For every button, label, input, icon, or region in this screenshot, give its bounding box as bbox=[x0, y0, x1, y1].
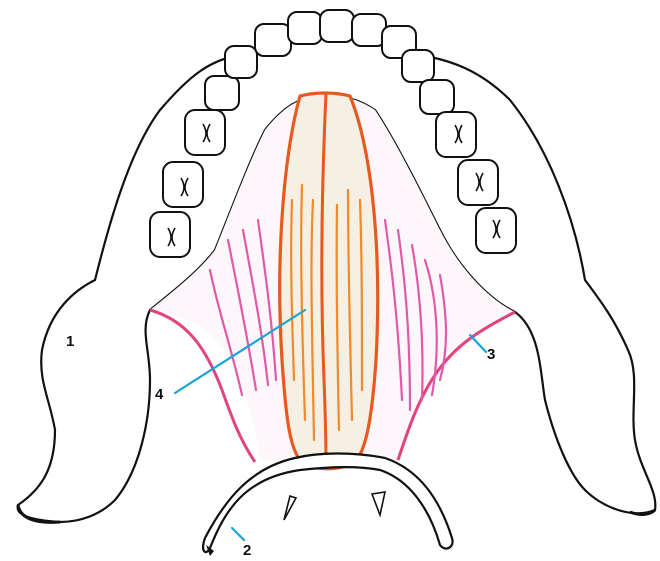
label-4: 4 bbox=[155, 387, 163, 402]
pointer-3 bbox=[470, 335, 486, 352]
tooth bbox=[255, 24, 291, 56]
tooth bbox=[420, 80, 454, 114]
label-2: 2 bbox=[243, 543, 251, 558]
tooth bbox=[225, 46, 257, 78]
tooth bbox=[436, 112, 476, 157]
tooth bbox=[288, 12, 322, 44]
pointer-2 bbox=[232, 528, 244, 540]
geniohyoid-muscle bbox=[280, 93, 378, 469]
tooth bbox=[352, 14, 386, 46]
tooth bbox=[320, 10, 354, 42]
label-3: 3 bbox=[487, 347, 495, 362]
tooth bbox=[402, 50, 434, 82]
tooth bbox=[205, 76, 239, 110]
lesser-horn-left bbox=[284, 496, 296, 520]
label-1: 1 bbox=[66, 334, 74, 349]
lesser-horn-right bbox=[372, 492, 385, 515]
